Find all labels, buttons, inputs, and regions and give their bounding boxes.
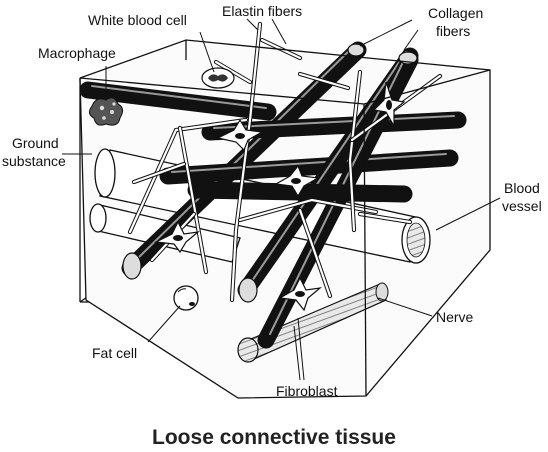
- fat-cell: [173, 285, 199, 311]
- label-collagen-fibers-line2: fibers: [436, 23, 470, 39]
- label-collagen-fibers-line1: Collagen: [428, 5, 483, 21]
- label-macrophage: Macrophage: [38, 45, 116, 61]
- leader-lines: [62, 18, 501, 381]
- label-blood-vessel-line2: vessel: [502, 198, 542, 214]
- label-fibroblast: Fibroblast: [276, 383, 338, 399]
- label-nerve: Nerve: [436, 309, 474, 325]
- tissue-block-front-edges: [79, 39, 491, 399]
- label-elastin-fibers: Elastin fibers: [222, 3, 302, 19]
- macrophage: [88, 97, 124, 126]
- label-white-blood-cell: White blood cell: [88, 12, 187, 28]
- label-blood-vessel-line1: Blood: [504, 180, 540, 196]
- white-blood-cell: [201, 67, 235, 89]
- figure-caption: Loose connective tissue: [152, 426, 396, 449]
- label-fat-cell: Fat cell: [92, 345, 137, 361]
- fibroblasts: [153, 81, 406, 312]
- nerve: [237, 282, 389, 363]
- label-ground-substance-line2: substance: [2, 153, 66, 169]
- label-ground-substance-line1: Ground: [12, 135, 59, 151]
